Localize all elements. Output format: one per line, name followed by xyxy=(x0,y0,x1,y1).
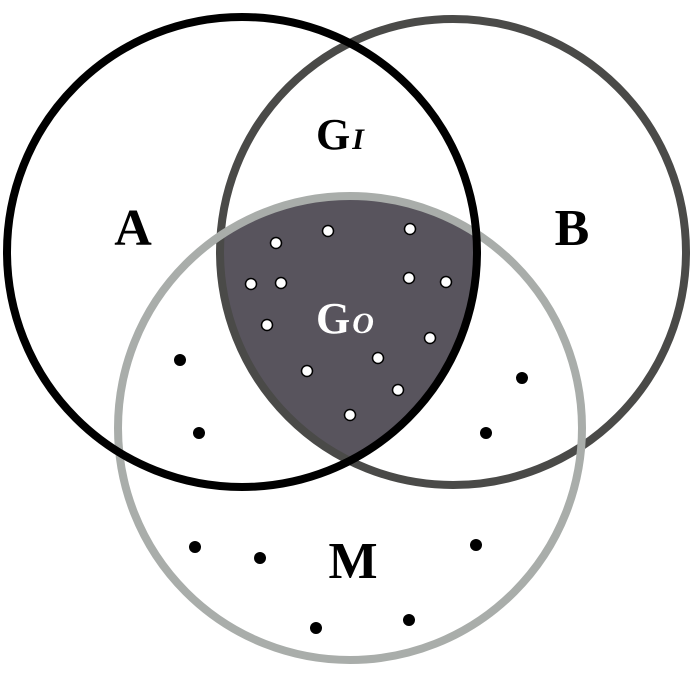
dot xyxy=(254,552,266,564)
dot xyxy=(269,236,283,250)
dot xyxy=(402,271,416,285)
dot xyxy=(403,222,417,236)
inner-dots xyxy=(244,222,453,422)
dot xyxy=(439,275,453,289)
dot xyxy=(516,372,528,384)
dot xyxy=(480,427,492,439)
dot xyxy=(244,277,258,291)
dot xyxy=(174,354,186,366)
region-gi-main: G xyxy=(316,110,350,159)
dot xyxy=(470,539,482,551)
dot xyxy=(423,331,437,345)
outer-dots xyxy=(174,354,528,634)
region-go-sub: O xyxy=(352,307,374,340)
region-gi-sub: I xyxy=(351,123,365,156)
dot xyxy=(391,383,405,397)
dot xyxy=(189,541,201,553)
dot xyxy=(193,427,205,439)
region-go-main: G xyxy=(316,294,350,343)
dot xyxy=(343,408,357,422)
dot xyxy=(403,614,415,626)
dot xyxy=(310,622,322,634)
set-label-b: B xyxy=(555,200,590,257)
circle-b xyxy=(216,15,690,489)
region-label-go: GO xyxy=(316,294,374,343)
dot xyxy=(260,318,274,332)
set-label-a: A xyxy=(114,200,152,257)
set-label-m: M xyxy=(328,533,377,590)
region-label-gi: GI xyxy=(316,110,365,159)
circle-m xyxy=(114,192,586,664)
circle-a xyxy=(3,13,481,491)
dot xyxy=(371,351,385,365)
dot xyxy=(274,276,288,290)
dot xyxy=(300,364,314,378)
dot xyxy=(321,224,335,238)
